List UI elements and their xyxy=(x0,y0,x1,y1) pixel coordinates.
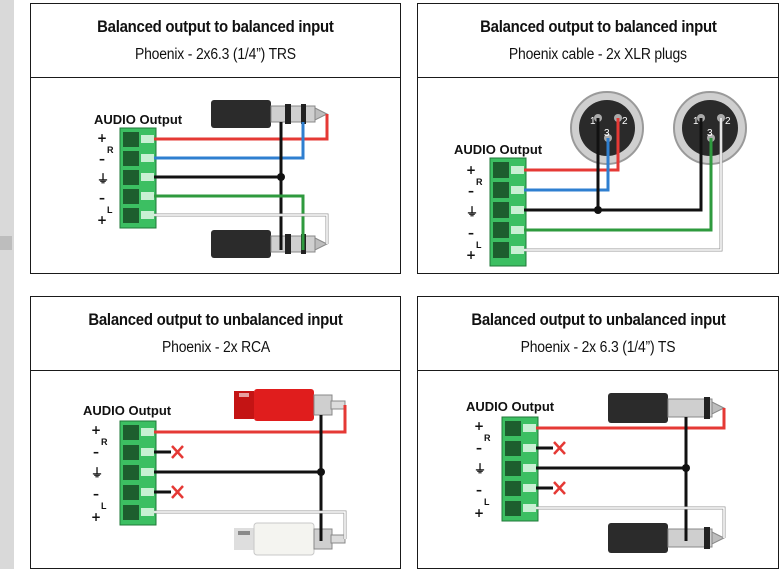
panel-subtitle: Phoenix - 2x6.3 (1/4”) TRS xyxy=(135,46,296,63)
wiring-diagram-trs: AUDIO Output + R – ⏚ – L + xyxy=(94,100,329,258)
svg-text:R: R xyxy=(107,145,114,155)
trs-jack-left xyxy=(211,230,329,258)
svg-text:L: L xyxy=(107,205,113,215)
cut-mark xyxy=(171,445,184,499)
panel-subtitle: Phoenix cable - 2x XLR plugs xyxy=(509,46,687,63)
ground-junction xyxy=(277,173,285,181)
panel-subtitle: Phoenix - 2x RCA xyxy=(161,339,270,356)
svg-text:–: – xyxy=(99,191,105,205)
phoenix-terminal-block xyxy=(501,416,539,522)
svg-text:+: + xyxy=(91,510,101,524)
svg-text:R: R xyxy=(484,433,491,443)
panel-title: Balanced output to balanced input xyxy=(479,17,717,36)
svg-text:–: – xyxy=(476,441,482,455)
panel-xlr-balanced: Balanced output to balanced input Phoeni… xyxy=(417,3,779,274)
phoenix-terminal-block xyxy=(119,127,157,229)
phoenix-terminal-block xyxy=(489,157,527,267)
svg-text:⏚: ⏚ xyxy=(97,172,109,186)
svg-text:–: – xyxy=(476,483,482,497)
svg-text:+: + xyxy=(474,506,484,520)
svg-text:+: + xyxy=(466,163,476,177)
panel-ts-unbalanced: Balanced output to unbalanced input Phoe… xyxy=(417,296,779,569)
svg-text:–: – xyxy=(468,184,474,198)
ground-junction xyxy=(317,468,325,476)
pin-symbols: + R – ⏚ – L + xyxy=(474,419,491,520)
wiring-diagram-rca: AUDIO Output + R – ⏚ – L + xyxy=(83,389,347,556)
ground-junction xyxy=(594,206,602,214)
xlr-plug-left: 1 2 3 xyxy=(673,91,747,165)
svg-text:–: – xyxy=(93,445,99,459)
svg-text:L: L xyxy=(484,497,490,507)
panel-header: Balanced output to balanced input Phoeni… xyxy=(31,4,400,78)
wires xyxy=(536,408,726,541)
cut-mark xyxy=(553,441,566,495)
panel-trs-balanced: Balanced output to balanced input Phoeni… xyxy=(30,3,401,274)
xlr-plug-right: 1 2 3 xyxy=(570,91,644,165)
audio-output-label: AUDIO Output xyxy=(454,142,543,157)
panel-subtitle: Phoenix - 2x 6.3 (1/4”) TS xyxy=(520,339,676,356)
svg-text:⏚: ⏚ xyxy=(91,466,103,480)
panel-rca-unbalanced: Balanced output to unbalanced input Phoe… xyxy=(30,296,401,569)
panel-header: Balanced output to unbalanced input Phoe… xyxy=(418,297,778,371)
svg-text:L: L xyxy=(476,240,482,250)
svg-text:+: + xyxy=(466,248,476,262)
ground-junction xyxy=(682,464,690,472)
ts-jack-left xyxy=(608,523,726,553)
panel-header: Balanced output to balanced input Phoeni… xyxy=(418,4,778,78)
svg-text:⏚: ⏚ xyxy=(474,462,486,476)
wires xyxy=(154,405,347,541)
pin-symbols: + R – ⏚ – L + xyxy=(466,163,483,262)
svg-text:+: + xyxy=(474,419,484,433)
ts-jack-right xyxy=(608,393,726,423)
side-marker xyxy=(0,236,12,250)
svg-text:1: 1 xyxy=(590,116,596,127)
svg-text:+: + xyxy=(97,213,107,227)
svg-text:L: L xyxy=(101,501,107,511)
svg-text:+: + xyxy=(91,423,101,437)
panel-title: Balanced output to unbalanced input xyxy=(470,310,726,329)
svg-text:–: – xyxy=(99,152,105,166)
wiring-diagram-xlr: AUDIO Output + R – ⏚ – L + 1 2 3 xyxy=(454,91,747,267)
trs-jack-right xyxy=(211,100,329,128)
svg-text:3: 3 xyxy=(707,128,713,139)
rca-plug-red xyxy=(234,389,346,421)
wires xyxy=(524,118,723,252)
svg-text:R: R xyxy=(101,437,108,447)
svg-text:3: 3 xyxy=(604,128,610,139)
panel-header: Balanced output to unbalanced input Phoe… xyxy=(31,297,400,371)
svg-text:–: – xyxy=(93,487,99,501)
panel-title: Balanced output to balanced input xyxy=(97,17,334,36)
svg-text:+: + xyxy=(97,131,107,145)
svg-text:⏚: ⏚ xyxy=(466,205,478,219)
wiring-diagram-ts: AUDIO Output + R – ⏚ – L + xyxy=(466,393,726,553)
svg-text:1: 1 xyxy=(693,116,699,127)
audio-output-label: AUDIO Output xyxy=(83,403,172,418)
phoenix-terminal-block xyxy=(119,420,157,526)
audio-output-label: AUDIO Output xyxy=(466,399,555,414)
wires xyxy=(154,114,329,250)
panel-title: Balanced output to unbalanced input xyxy=(88,310,343,329)
pin-symbols: + R – ⏚ – L + xyxy=(97,131,114,227)
audio-output-label: AUDIO Output xyxy=(94,112,183,127)
svg-text:–: – xyxy=(468,226,474,240)
pin-symbols: + R – ⏚ – L + xyxy=(91,423,108,524)
svg-text:2: 2 xyxy=(725,116,731,127)
svg-text:2: 2 xyxy=(622,116,628,127)
svg-text:R: R xyxy=(476,177,483,187)
rca-plug-white xyxy=(234,522,346,556)
